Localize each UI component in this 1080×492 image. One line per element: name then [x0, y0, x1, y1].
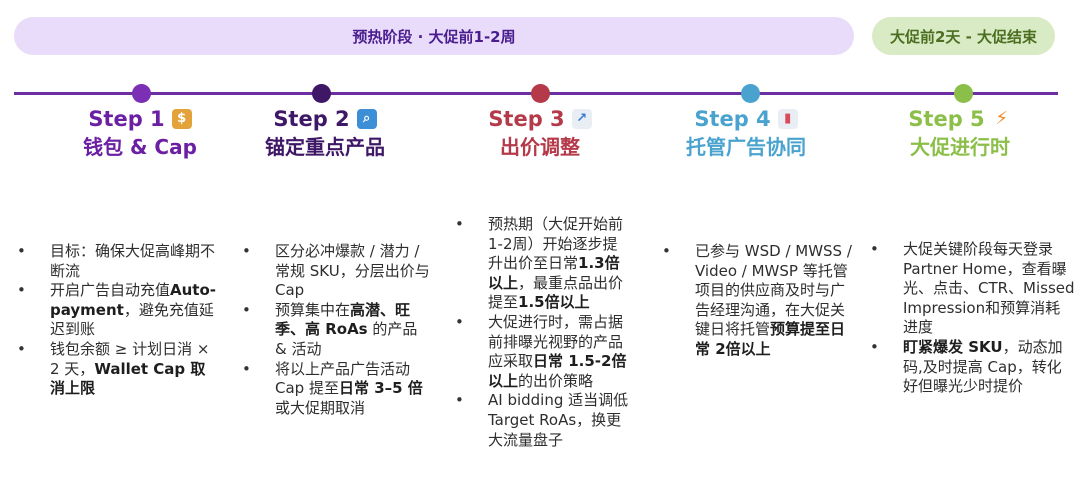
list-item: 区分必冲爆款 / 潜力 / 常规 SKU，分层出价与 Cap	[242, 242, 430, 301]
step-1-label: Step 1	[88, 107, 165, 131]
step-3-title: 出价调整	[500, 135, 580, 159]
timeline-dot-4	[741, 84, 760, 103]
step-4-title: 托管广告协同	[686, 135, 806, 159]
step-5-header: Step 5 ⚡ 大促进行时	[860, 105, 1060, 161]
lightning-icon: ⚡	[995, 108, 1008, 129]
step-1-bullets: 目标：确保大促高峰期不断流 开启广告自动充值Auto-payment，避免充值延…	[17, 242, 220, 399]
list-item: 已参与 WSD / MWSS / Video / MWSP 等托管项目的供应商及…	[662, 242, 855, 360]
list-item: 钱包余额 ≥ 计划日消 × 2 天，Wallet Cap 取消上限	[17, 340, 220, 399]
chart-increasing-icon: ↗	[571, 109, 592, 129]
timeline-dot-5	[954, 84, 973, 103]
step-3-bullets: 预热期（大促开始前1-2周）开始逐步提升出价至日常1.3倍以上，最重点品出价提至…	[455, 215, 631, 450]
list-item: 大促进行时，需占据前排曝光视野的产品应采取日常 1.5-2倍以上的出价策略	[455, 313, 631, 391]
timeline-dot-2	[312, 84, 331, 103]
step-2-title: 锚定重点产品	[265, 135, 385, 159]
list-item: 预热期（大促开始前1-2周）开始逐步提升出价至日常1.3倍以上，最重点品出价提至…	[455, 215, 631, 313]
step-2-label: Step 2	[273, 107, 350, 131]
phase-warmup-banner: 预热阶段 · 大促前1-2周	[14, 17, 854, 55]
step-4-label: Step 4	[694, 107, 771, 131]
step-1-header: Step 1 $ 钱包 & Cap	[30, 105, 250, 161]
step-4-header: Step 4 ▮ 托管广告协同	[636, 105, 856, 161]
list-item: 目标：确保大促高峰期不断流	[17, 242, 220, 281]
step-2-header: Step 2 ⌕ 锚定重点产品	[215, 105, 435, 161]
step-1-title: 钱包 & Cap	[83, 135, 197, 159]
list-item: 盯紧爆发 SKU，动态加码,及时提高 Cap，转化好但曝光少时提价	[870, 338, 1075, 397]
bar-chart-icon: ▮	[777, 109, 798, 129]
step-5-title: 大促进行时	[910, 135, 1010, 159]
list-item: 开启广告自动充值Auto-payment，避免充值延迟到账	[17, 281, 220, 340]
step-4-bullets: 已参与 WSD / MWSS / Video / MWSP 等托管项目的供应商及…	[662, 242, 855, 360]
money-bag-icon: $	[171, 109, 192, 129]
list-item: 预算集中在高潜、旺季、高 RoAs 的产品 & 活动	[242, 301, 430, 360]
list-item: AI bidding 适当调低 Target RoAs，换更大流量盘子	[455, 391, 631, 450]
step-5-label: Step 5	[908, 107, 985, 131]
step-3-header: Step 3 ↗ 出价调整	[430, 105, 650, 161]
magnifier-icon: ⌕	[356, 109, 377, 129]
step-3-label: Step 3	[488, 107, 565, 131]
phase-final-banner: 大促前2天 - 大促结束	[872, 17, 1055, 55]
timeline-dot-3	[531, 84, 550, 103]
timeline-dot-1	[132, 84, 151, 103]
step-2-bullets: 区分必冲爆款 / 潜力 / 常规 SKU，分层出价与 Cap 预算集中在高潜、旺…	[242, 242, 430, 419]
step-5-bullets: 大促关键阶段每天登录 Partner Home，查看曝光、点击、CTR、Miss…	[870, 240, 1075, 397]
list-item: 将以上产品广告活动 Cap 提至日常 3–5 倍或大促期取消	[242, 360, 430, 419]
list-item: 大促关键阶段每天登录 Partner Home，查看曝光、点击、CTR、Miss…	[870, 240, 1075, 338]
